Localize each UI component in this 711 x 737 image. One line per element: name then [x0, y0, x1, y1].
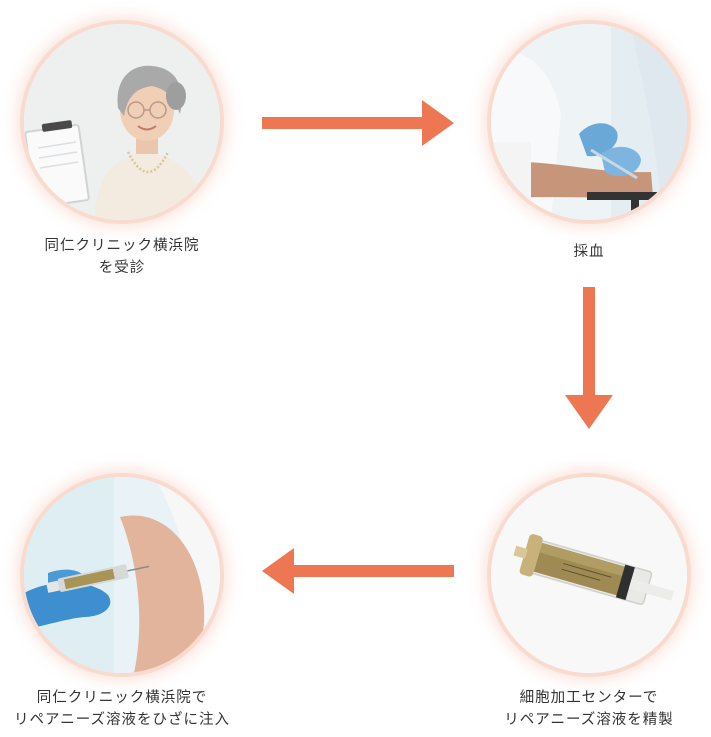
down-arrow: [565, 287, 613, 429]
step-processing-label-line-2: リペアニーズ溶液を精製: [504, 712, 674, 728]
step-visit-label-line-2: を受診: [98, 260, 146, 276]
step-visit-label: 同仁クリニック横浜院 を受診: [0, 235, 262, 279]
step-injection-label-line-1: 同仁クリニック横浜院で: [36, 690, 208, 706]
step-blood-draw-label-line-1: 採血: [573, 244, 605, 260]
left-arrow: [262, 548, 454, 594]
step-injection-label: 同仁クリニック横浜院で リペアニーズ溶液をひざに注入: [0, 687, 262, 731]
step-blood-draw-label: 採血: [449, 241, 711, 263]
elderly-woman-at-reception-photo: [24, 24, 220, 220]
blood-draw-photo: [491, 24, 687, 220]
step-injection-label-line-2: リペアニーズ溶液をひざに注入: [14, 712, 230, 728]
step-processing-label-line-1: 細胞加工センターで: [519, 690, 659, 706]
knee-injection-photo: [24, 477, 220, 673]
right-arrow: [262, 100, 454, 146]
step-processing-label: 細胞加工センターで リペアニーズ溶液を精製: [449, 687, 711, 731]
step-visit-label-line-1: 同仁クリニック横浜院: [44, 238, 200, 254]
syringe-with-solution-photo: [491, 477, 687, 673]
